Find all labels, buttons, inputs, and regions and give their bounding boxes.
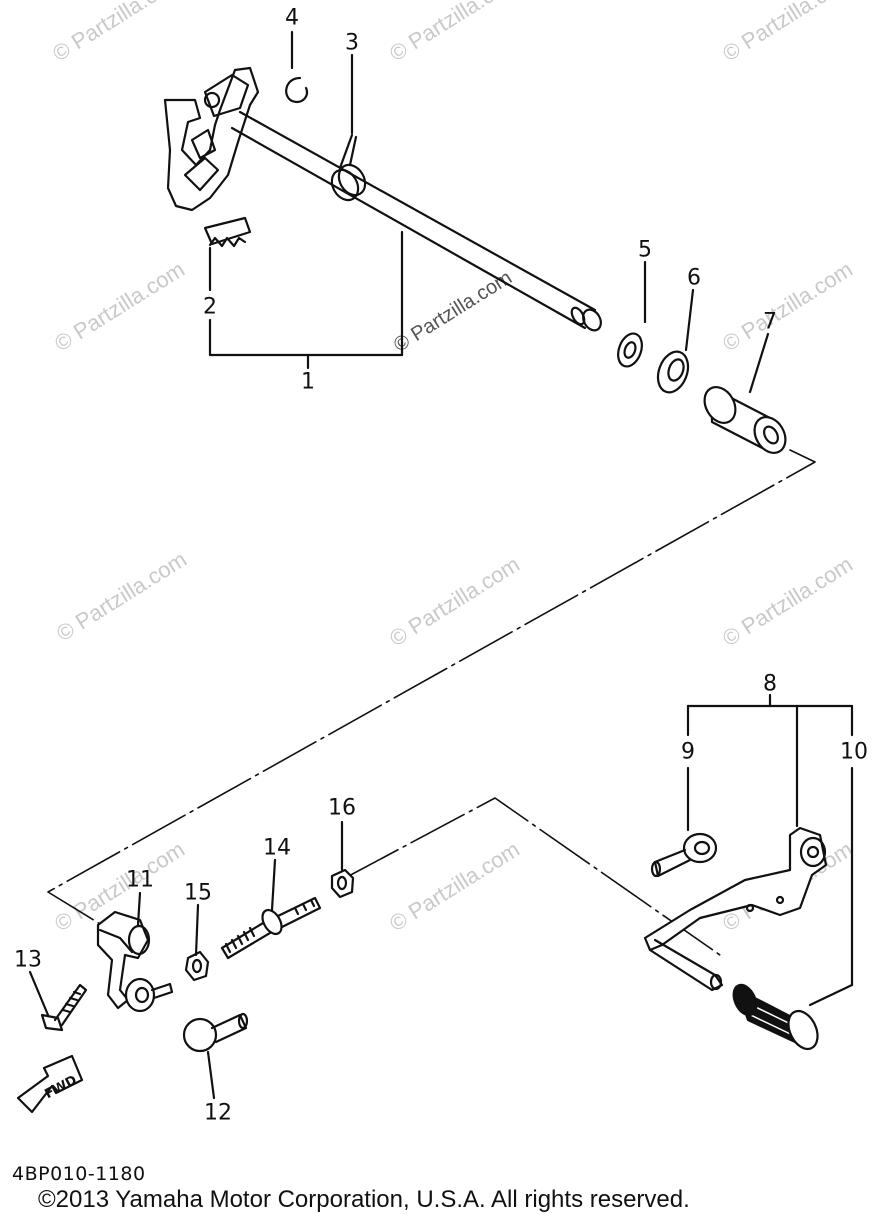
callout-5: 5 — [638, 237, 652, 263]
copyright-notice: ©2013 Yamaha Motor Corporation, U.S.A. A… — [38, 1186, 690, 1213]
pedal-rubber — [732, 983, 819, 1051]
assembly-line — [344, 797, 721, 956]
leader-lines-right — [686, 693, 854, 1007]
nut-16 — [330, 868, 355, 899]
leader-lines-top — [208, 30, 770, 394]
callout-2: 2 — [203, 294, 217, 320]
assembly-line — [47, 449, 816, 931]
oil-seal — [656, 350, 690, 394]
stud-bolt — [220, 896, 322, 960]
bolt — [40, 983, 88, 1032]
leader-lines-bottom — [28, 820, 344, 1100]
callout-12: 12 — [204, 1100, 232, 1126]
ball-joint — [182, 1012, 249, 1053]
fwd-arrow-icon — [16, 1054, 84, 1114]
callout-3: 3 — [345, 30, 359, 56]
callout-8: 8 — [763, 671, 777, 697]
callout-15: 15 — [184, 880, 212, 906]
part-code: 4BP010-1180 — [12, 1163, 146, 1185]
shift-shaft-assembly — [163, 66, 602, 332]
callout-1: 1 — [301, 369, 315, 395]
callout-4: 4 — [285, 5, 299, 31]
shaft-spring — [330, 133, 367, 202]
callout-10: 10 — [840, 739, 868, 765]
callout-7: 7 — [763, 309, 777, 335]
callout-13: 13 — [14, 947, 42, 973]
circlip — [285, 76, 309, 104]
spring — [203, 216, 252, 248]
shift-arm — [96, 910, 174, 1013]
callout-16: 16 — [328, 795, 356, 821]
callout-6: 6 — [687, 265, 701, 291]
callout-9: 9 — [681, 739, 695, 765]
washer — [617, 332, 643, 368]
collar — [703, 386, 787, 454]
nut-15 — [184, 950, 210, 982]
callout-14: 14 — [263, 835, 291, 861]
rod-end — [650, 832, 718, 878]
callout-11: 11 — [126, 867, 154, 893]
shift-pedal — [643, 826, 828, 992]
